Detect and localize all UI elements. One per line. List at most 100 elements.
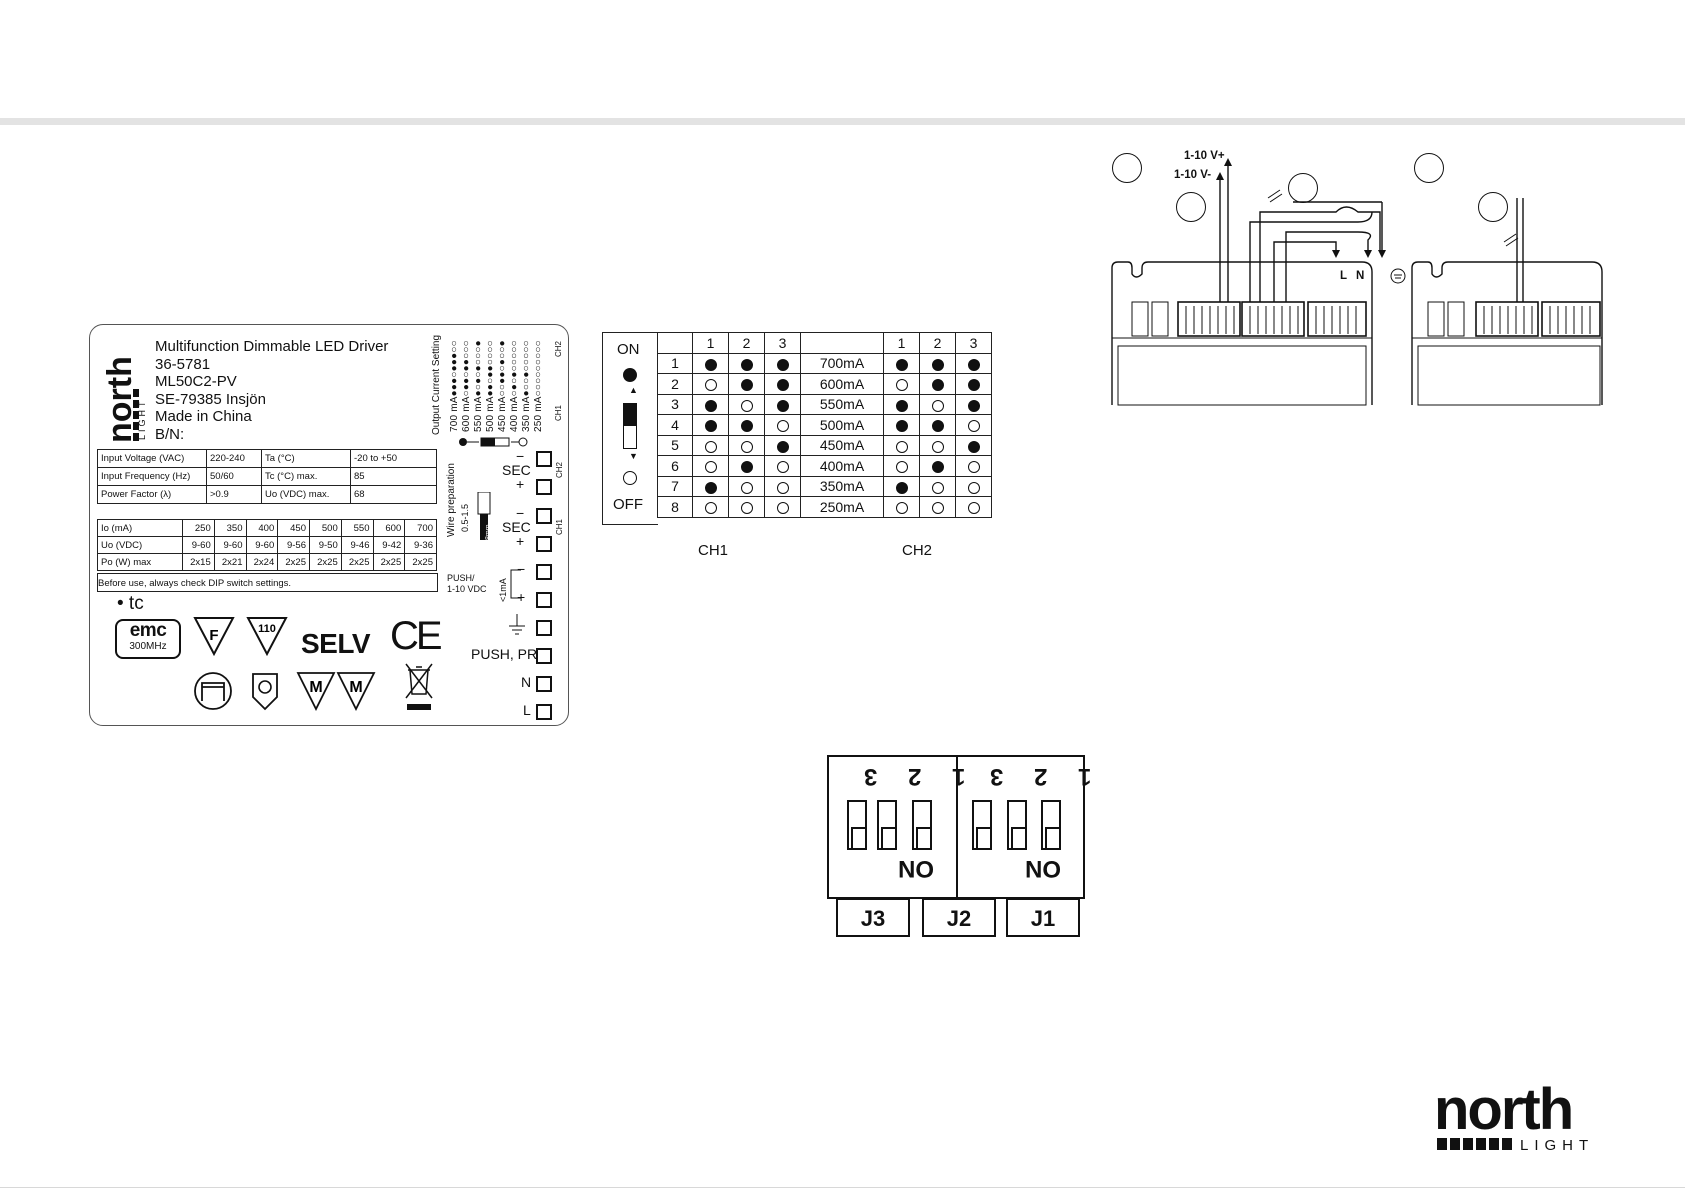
dip-switch-j3-2[interactable] [877,800,897,850]
terminal-sec-ch1-minus [536,508,552,524]
ch1-matrix-label: CH1 [554,404,563,421]
spec-cell: 9-50 [309,536,342,554]
spec-cell: Uo (VDC) [97,536,183,554]
dip-on-dot [895,420,908,433]
temp-110-icon: 110 [246,617,288,656]
current-value-label: 250 mA [533,396,544,432]
spec-cell: 2x25 [340,553,374,571]
dip-switch-j3-1[interactable] [912,800,932,850]
current-setting-row: 550 mA●○●○●○○○● [473,340,485,436]
current-dot-pattern: ●●○●●○○○○ [485,340,496,397]
dip-on-dot [776,379,789,392]
current-setting-row: 700 mA●●●○●●●○○ [449,340,461,436]
minus-label: − [517,561,526,577]
minus-label: − [516,505,525,521]
dip-switch-j1-2[interactable] [1007,800,1027,850]
dip-on-dot [931,461,944,474]
ch2-col-header: 2 [919,332,956,354]
current-value: 400mA [800,455,884,477]
jumper-on-left: ON [898,855,934,882]
spec-cell: Io (mA) [97,519,183,537]
jumper-divider [956,757,958,897]
product-origin: Made in China [155,408,252,425]
spec-cell: 9-56 [277,536,310,554]
spec-cell: >0.9 [206,485,262,504]
dip-switch-j1-3[interactable] [972,800,992,850]
dip-off-dot [704,379,717,392]
terminal-earth [536,620,552,636]
spec-cell: 9-60 [182,536,215,554]
wire-size-label: 0.5-1.5 [460,503,470,532]
plus-label: + [516,476,525,492]
dip-cell [919,434,956,456]
m-marks-icon: M M [296,672,376,711]
dip-cell [728,475,765,497]
row-index: 1 [657,352,693,374]
spec-cell: 2x21 [213,553,247,571]
dip-cell [955,455,992,477]
dip-switch-j1-1[interactable] [1041,800,1061,850]
dip-cell [728,455,765,477]
table-row: Power Factor (λ) >0.9 Uo (VDC) max. 68 [97,485,437,504]
dip-cell [883,373,920,395]
ch1-label: CH1 [698,542,729,559]
current-value: 350mA [800,475,884,497]
terminal-sec-ch1-plus [536,536,552,552]
dip-on-dot [704,358,717,371]
dip-on-dot [895,399,908,412]
dip-cell [692,434,729,456]
row-index: 2 [657,373,693,395]
neutral-label: N [521,674,532,690]
spec-cell: -20 to +50 [350,449,437,468]
current-value: 450mA [800,434,884,456]
row-index: 7 [657,475,693,497]
current-value-label: 700 mA [449,396,460,432]
dip-off-dot [967,461,980,474]
dip-on-dot [740,461,753,474]
terminal-live [536,704,552,720]
dip-cell [728,352,765,374]
spec-cell: 400 [245,519,279,537]
dip-cell [883,434,920,456]
dip-on-dot [931,420,944,433]
dip-off-dot [776,461,789,474]
dip-off-dot [704,461,717,474]
dip-cell [955,475,992,497]
dip-cell [883,414,920,436]
spec-cell: 350 [213,519,247,537]
spec-cell: 9-46 [340,536,374,554]
dip-cell [764,455,801,477]
product-batch: B/N: [155,425,185,443]
current-value-label: 450 mA [497,396,508,432]
header-band [0,118,1685,125]
step-circle-3 [1288,173,1318,203]
spec-cell: Uo (VDC) max. [261,485,351,504]
weee-bin-icon [405,663,433,710]
ch1-col-header: 3 [764,332,801,354]
note-box [97,573,438,592]
current-value-label: 550 mA [473,396,484,432]
spec-cell: Input Frequency (Hz) [97,467,207,486]
current-value: 700mA [800,352,884,374]
current-value-label: 600 mA [461,396,472,432]
dip-switch-j3-3[interactable] [847,800,867,850]
on-dot-icon [623,368,637,382]
dip-on-dot [967,440,980,453]
dip-on-dot [704,481,717,494]
index-header [657,332,693,354]
dip-cell [955,414,992,436]
step-circle-1 [1112,153,1142,183]
dip-on-dot [931,358,944,371]
north-light-logo: north LIGHT [1434,1083,1588,1154]
spec-cell: Tc (°C) max. [261,467,351,486]
current-value: 250mA [800,496,884,518]
f-mark-text: F [209,627,218,644]
dim-plus-label: 1-10 V+ [1184,150,1225,162]
dip-on-dot [740,358,753,371]
dip-cell [883,475,920,497]
